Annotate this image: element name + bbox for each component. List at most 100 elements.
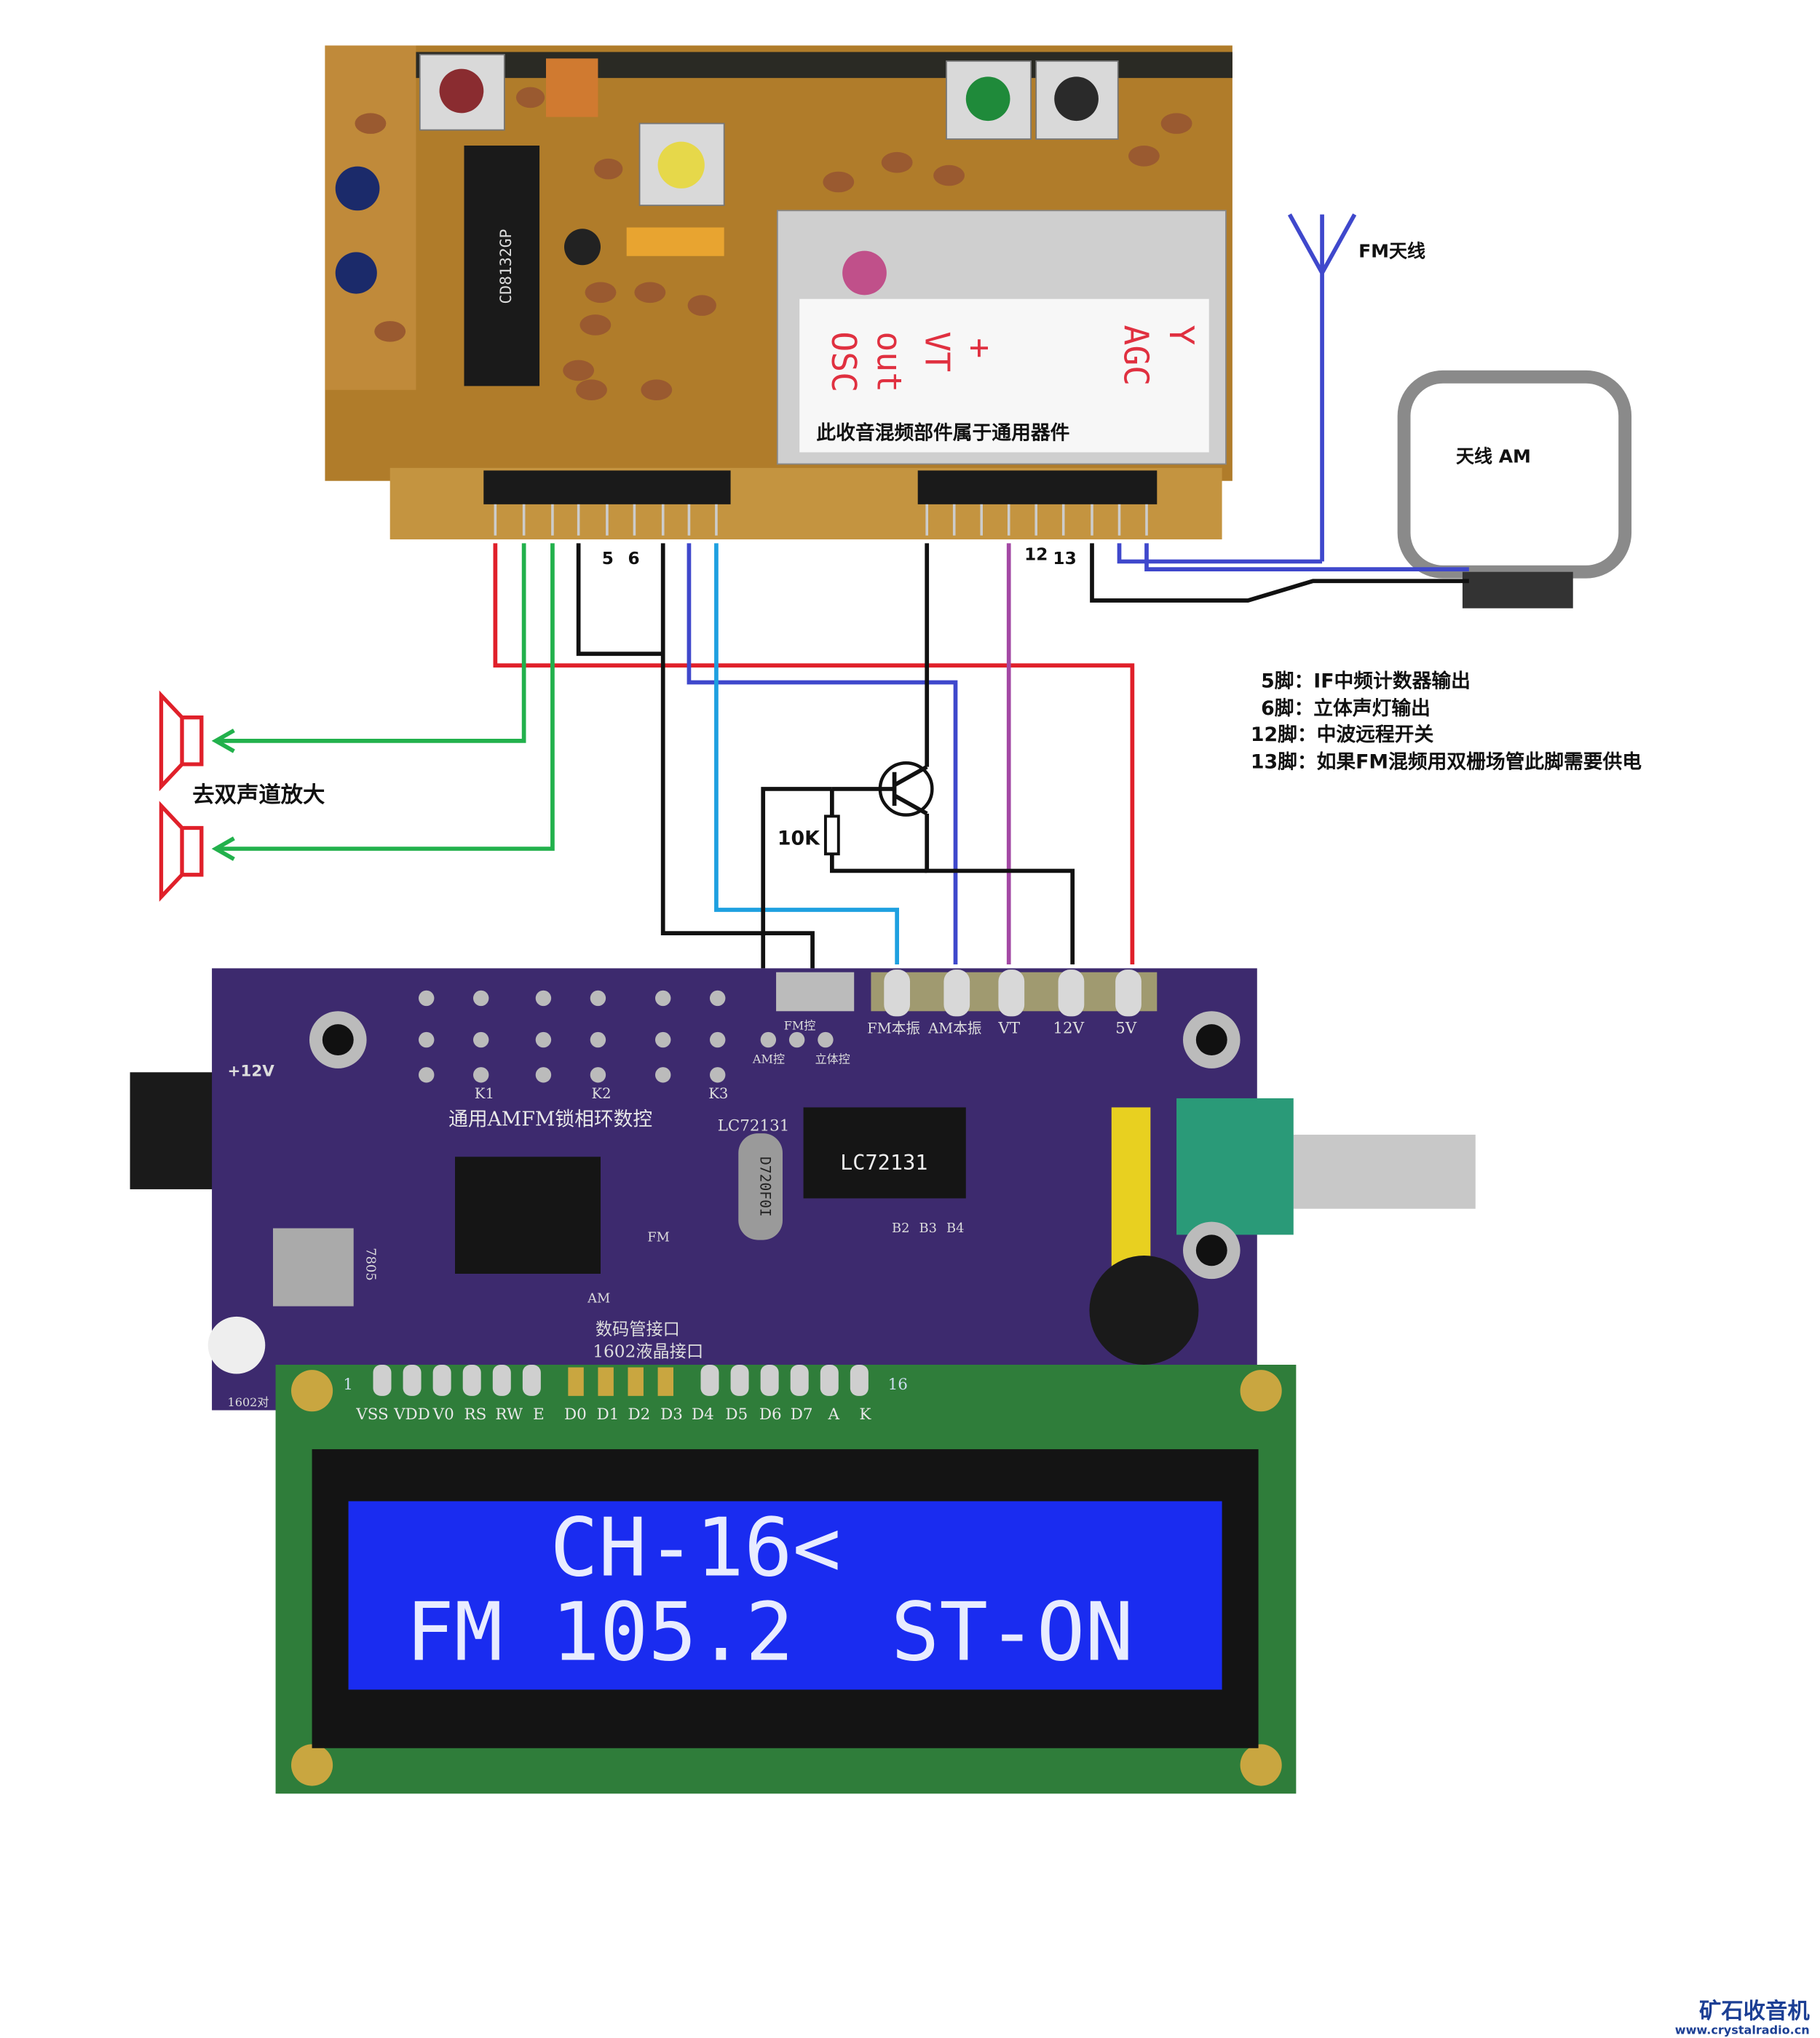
svg-text:13: 13 [1053, 549, 1076, 568]
led-display-interface-label: 数码管接口 [596, 1320, 680, 1339]
svg-text:D0: D0 [564, 1405, 587, 1424]
volume-potentiometer[interactable] [1176, 1098, 1294, 1235]
svg-text:Y: Y [1162, 325, 1201, 345]
regulator-label: 7805 [363, 1248, 379, 1280]
header-pins [494, 504, 1148, 536]
key-footprints [419, 990, 726, 1083]
svg-text:+: + [960, 338, 1000, 358]
logo-url: www.crystalradio.cn [1675, 2023, 1810, 2037]
resistor-label: 10K [778, 828, 820, 850]
pin-header-yellow [1111, 1107, 1151, 1270]
fm-antenna-icon [1287, 213, 1357, 562]
note-pin13: 13脚：如果FM混频用双栅场管此脚需要供电 [1251, 750, 1642, 773]
wires: 10K [211, 543, 1469, 969]
svg-text:B4: B4 [946, 1221, 964, 1236]
svg-text:D5: D5 [725, 1405, 748, 1424]
pin-number-labels: 5 6 12 13 [602, 545, 1077, 568]
svg-text:5: 5 [602, 549, 614, 568]
svg-text:12V: 12V [1053, 1020, 1084, 1038]
contrast-trimmer[interactable] [207, 1316, 266, 1374]
am-loop-antenna: 天线 AM [1397, 370, 1632, 608]
coil-core-green [965, 76, 1010, 122]
lcd-module: 1 16 VSS VDD V0 RS RW E D0 D1 D2 D3 D4 D… [275, 1365, 1297, 1794]
fm-label: FM [647, 1229, 670, 1245]
lcd-screen [348, 1501, 1222, 1690]
solder-pads [884, 970, 1142, 1017]
wire-audio-left [218, 543, 526, 743]
svg-text:D1: D1 [597, 1405, 620, 1424]
control-holes[interactable] [760, 1031, 834, 1048]
if-coil-red [419, 54, 505, 131]
crystalradio-logo: 矿石收音机 www.crystalradio.cn [1675, 1998, 1811, 2037]
crystal [738, 1133, 783, 1240]
electrolytic-cap [564, 229, 601, 266]
lc72131-chip [803, 1107, 966, 1199]
note-pin12: 12脚：中波远程开关 [1251, 723, 1434, 746]
wire-fm-antenna [1117, 543, 1323, 564]
pad-control[interactable] [776, 972, 855, 1012]
arrow-left-icon [211, 729, 235, 753]
lc72131-silk: LC72131 [718, 1117, 790, 1135]
speaker-icon [159, 801, 204, 902]
svg-text:12: 12 [1024, 545, 1048, 565]
coil-core-black [1054, 76, 1099, 122]
am-loop-icon [1397, 370, 1632, 579]
svg-text:B2: B2 [892, 1221, 909, 1236]
led-labels: B2 B3 B4 [892, 1221, 964, 1236]
capacitor-yellow [626, 227, 724, 256]
speaker-icon [159, 690, 204, 792]
ic-label: CD8132GP [497, 229, 515, 304]
wire-5v-red [493, 543, 1135, 964]
left-pin-header [483, 470, 731, 504]
svg-text:RW: RW [495, 1405, 523, 1424]
svg-text:RS: RS [464, 1405, 487, 1424]
contrast-label: 1602对 [228, 1395, 269, 1409]
wire-fm-osc [714, 543, 899, 964]
electrolytic-cap [335, 252, 377, 294]
svg-text:D2: D2 [628, 1405, 651, 1424]
speakers [159, 690, 204, 902]
svg-text:VDD: VDD [393, 1405, 430, 1424]
pin-16-label: 16 [888, 1376, 908, 1394]
wire-am-antenna [1144, 543, 1469, 572]
svg-text:A: A [828, 1405, 840, 1424]
lcd-line-2: FM 105.2 ST-ON [405, 1585, 1133, 1679]
lc72131-label: LC72131 [840, 1150, 927, 1175]
electrolytic-cap [335, 166, 380, 211]
logo-name: 矿石收音机 [1699, 1998, 1810, 2024]
module-note: 此收音混频部件属于通用器件 [816, 421, 1069, 445]
svg-text:FM本振: FM本振 [867, 1020, 920, 1037]
cd8132-ic [464, 146, 540, 386]
wire-am-control [761, 787, 832, 969]
pll-board: FM本振 AM本振 VT 12V 5V FM控 AM控 立体控 K1 K2 K3… [130, 968, 1476, 1411]
tuner-module: CD8132GP + VT out OSC Y AGC 此收音混频部件属于通用器… [325, 45, 1233, 568]
arrow-left-icon [211, 836, 235, 861]
svg-text:D6: D6 [759, 1405, 782, 1424]
buzzer-icon [1089, 1256, 1199, 1365]
pin-1-label: 1 [343, 1376, 353, 1394]
crystal-label: D720F0I [757, 1157, 774, 1217]
svg-text:K2: K2 [592, 1085, 612, 1102]
tuner-sticker [799, 298, 1209, 453]
speakers-label: 去双声道放大 [192, 782, 325, 808]
tuner-pcb-left [325, 45, 416, 390]
svg-text:E: E [533, 1405, 545, 1424]
volume-knob-shaft[interactable] [1293, 1134, 1476, 1209]
regulator-7805 [273, 1228, 354, 1307]
am-antenna-label: 天线 AM [1456, 446, 1531, 467]
lcd-unsoldered-pads [568, 1367, 673, 1396]
svg-text:5V: 5V [1115, 1020, 1137, 1038]
svg-text:B3: B3 [919, 1221, 937, 1236]
wire-audio-right [218, 543, 555, 851]
svg-text:K3: K3 [708, 1085, 728, 1102]
wire-am-osc [687, 543, 958, 964]
power-label: +12V [228, 1063, 275, 1081]
ceramic-caps [355, 87, 1192, 400]
wire-base-resistor [830, 787, 927, 873]
key-labels: K1 K2 K3 [475, 1085, 729, 1102]
svg-text:VT: VT [997, 1020, 1020, 1038]
lcd-header-pins [373, 1365, 869, 1396]
mcu-chip [455, 1157, 601, 1274]
pll-pcb [212, 968, 1257, 1411]
